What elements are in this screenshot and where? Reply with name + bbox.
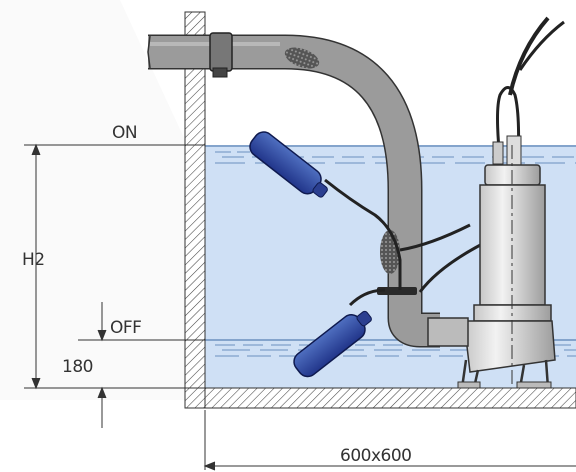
lifting-handle [496,86,521,161]
tank-wall [184,11,206,409]
submersible-pump [427,16,565,389]
float-switch-off [293,310,372,378]
clamp-bolt [212,67,228,78]
on-level-label: ON [112,123,137,143]
pipe-screen-top [284,47,320,69]
cable-gland [506,135,522,167]
pump-volute [463,320,556,373]
h2-dimension-label: H2 [22,250,45,270]
tank-floor [204,387,576,409]
lower-pipe-clamp [377,287,417,295]
pump-outlet [427,317,469,347]
depth-dimension-label: 180 [62,357,93,377]
basin-size-label: 600x600 [340,446,411,466]
dimension-lines [24,143,576,471]
power-cable [508,16,550,96]
pipe-clamp [209,32,233,72]
background-shade [0,0,185,400]
off-level-label: OFF [110,318,141,338]
discharge-pipe [147,32,440,348]
float-switch-on [249,131,328,198]
